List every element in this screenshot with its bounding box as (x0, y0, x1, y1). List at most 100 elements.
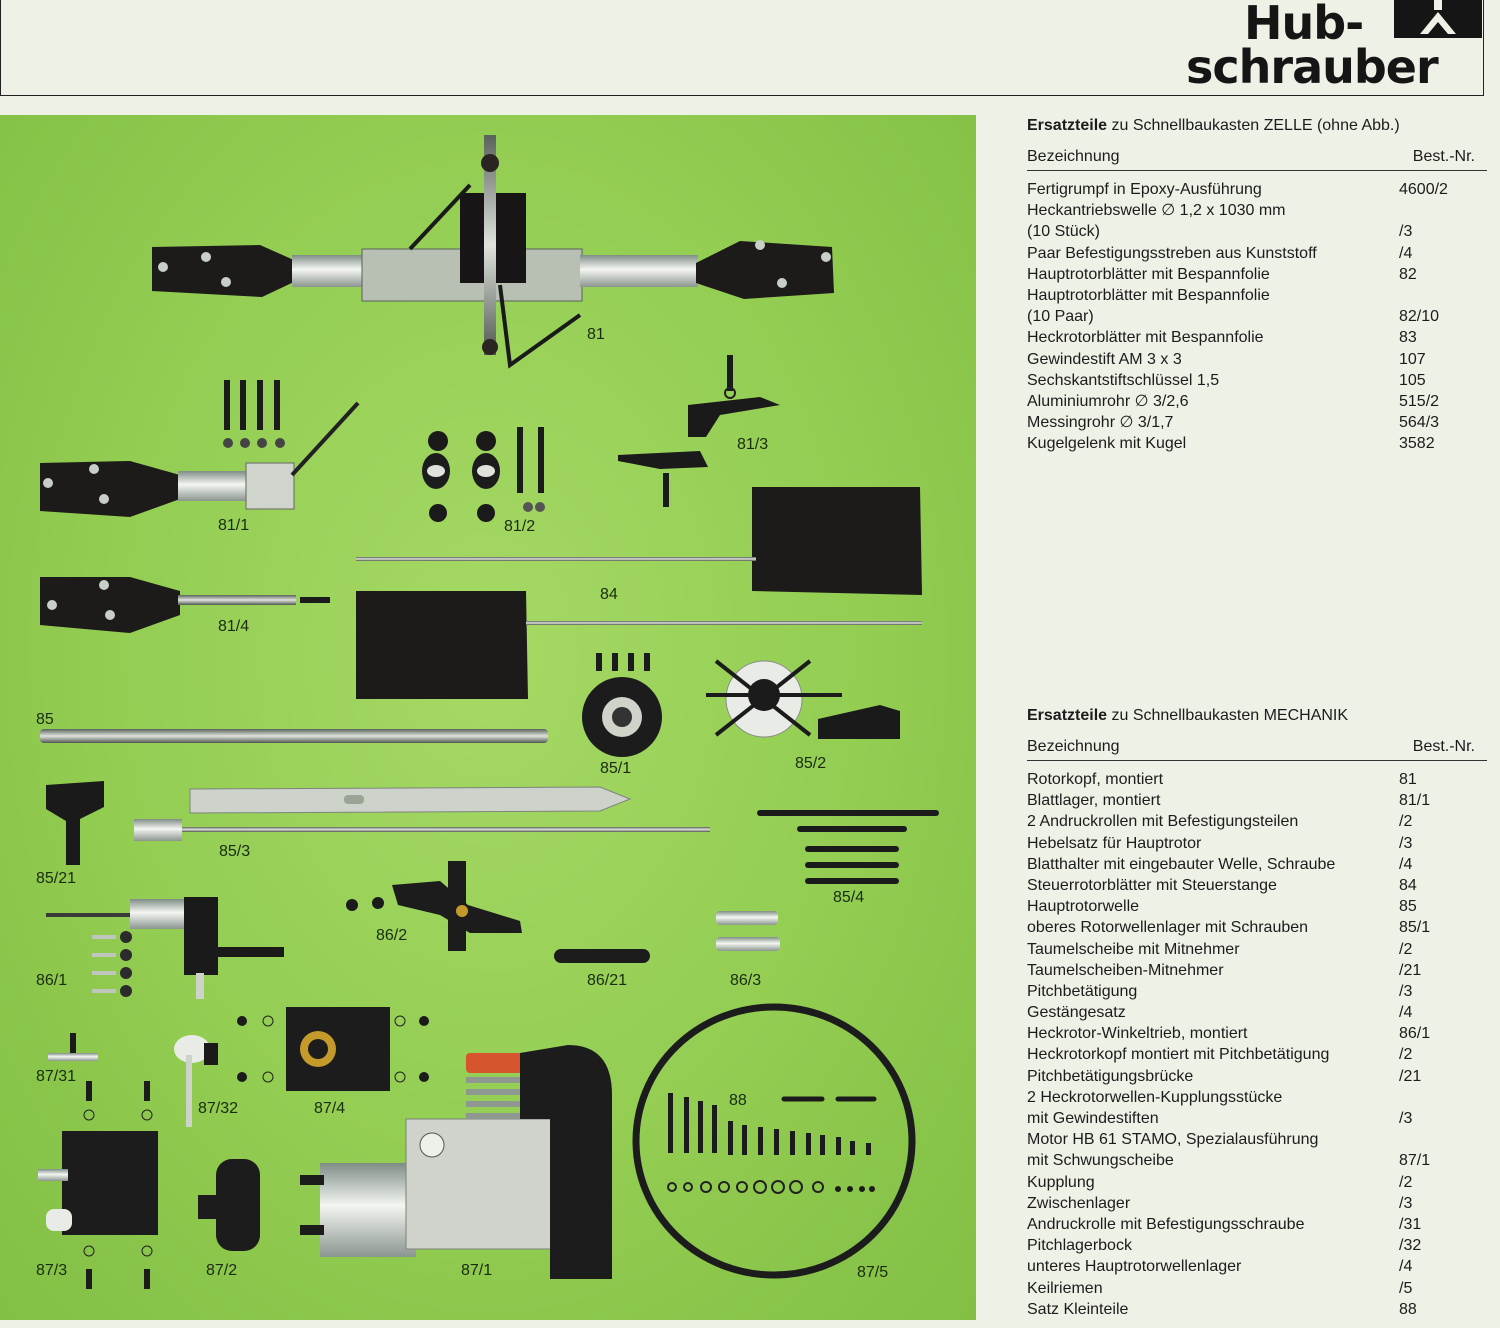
table-row: Heckrotorblätter mit Bespannfolie 83 (1027, 327, 1487, 348)
figure-label-87-4: 87/4 (314, 1100, 346, 1117)
part-number: /3 (1399, 834, 1413, 852)
part-number: /21 (1399, 961, 1422, 979)
shaft-coupling-part (716, 911, 780, 951)
swash-plate-part (706, 659, 900, 739)
part-number: 4600/2 (1399, 181, 1448, 198)
part-name: Pitchbetätigungsbrücke (1027, 1067, 1194, 1085)
tail-gearbox-part (46, 897, 284, 999)
figure-label-87-1: 87/1 (461, 1262, 493, 1279)
main-rotor-shaft-part (40, 729, 548, 743)
table-row: Kupplung/2 (1027, 1172, 1487, 1193)
part-name: unteres Hauptrotorwellenlager (1027, 1258, 1242, 1276)
part-number: 3582 (1399, 435, 1435, 453)
parts-illustration (38, 135, 939, 1289)
linkage-set-part (757, 810, 939, 884)
part-name: Keilriemen (1027, 1279, 1103, 1297)
table-row: Steuerrotorblätter mit Steuerstange 84 (1027, 875, 1487, 896)
zelle-col-name: Bezeichnung (1027, 148, 1120, 165)
table-row: (10 Stück)/3 (1027, 221, 1487, 242)
part-name: (10 Paar) (1027, 308, 1094, 326)
part-name: oberes Rotorwellenlager mit Schrauben (1027, 919, 1309, 937)
part-name: Hauptrotorblätter mit Bespannfolie (1027, 286, 1270, 304)
figure-label-85-3: 85/3 (219, 843, 251, 860)
part-name: Andruckrolle mit Befestigungsschraube (1027, 1215, 1305, 1233)
part-name: Kugelgelenk mit Kugel (1027, 435, 1187, 453)
part-number: 105 (1399, 371, 1426, 389)
part-name: Steuerrotorblätter mit Steuerstange (1027, 876, 1277, 894)
part-number: /4 (1399, 1004, 1413, 1022)
table-row: Kugelgelenk mit Kugel 3582 (1027, 433, 1487, 454)
table-row: Gestängesatz/4 (1027, 1002, 1487, 1023)
part-name: 2 Heckrotorwellen-Kupplungsstücke (1027, 1088, 1283, 1106)
table-row: Andruckrolle mit Befestigungsschraube/31 (1027, 1214, 1487, 1235)
v-belt-part (632, 1003, 916, 1279)
part-number: 83 (1399, 329, 1417, 347)
lower-bearing-part (237, 1007, 429, 1091)
part-name: Satz Kleinteile (1027, 1300, 1129, 1318)
part-name: Taumelscheibe mit Mitnehmer (1027, 940, 1240, 958)
figure-label-88: 88 (729, 1092, 747, 1109)
figure-label-81: 81 (587, 326, 605, 343)
mechanik-title-bold: Ersatzteile (1027, 707, 1108, 724)
brand-title-line1: Hub- (1244, 0, 1364, 50)
swash-carrier-part (46, 781, 104, 865)
part-number: 564/3 (1399, 414, 1440, 432)
part-number: 87/1 (1399, 1152, 1431, 1170)
table-row: Taumelscheiben-Mitnehmer/21 (1027, 960, 1487, 981)
mechanik-col-no: Best.-Nr. (1412, 738, 1475, 755)
part-name: mit Gewindestiften (1027, 1110, 1159, 1127)
part-number: /32 (1399, 1237, 1422, 1255)
table-row: Pitchbetätigung/3 (1027, 981, 1487, 1002)
blade-holder-part (40, 380, 360, 517)
part-name: Kupplung (1027, 1173, 1095, 1191)
part-name: Zwischenlager (1027, 1194, 1131, 1212)
part-number: /2 (1399, 1173, 1413, 1191)
part-name: Heckrotorblätter mit Bespannfolie (1027, 329, 1264, 347)
part-number: 84 (1399, 876, 1417, 894)
zelle-table-title: Ersatzteile zu Schnellbaukasten ZELLE (o… (1027, 114, 1487, 138)
figure-label-86-1: 86/1 (36, 972, 68, 989)
part-number: /3 (1399, 223, 1413, 241)
part-name: Pitchbetätigung (1027, 982, 1138, 1000)
part-number: /3 (1399, 1110, 1413, 1127)
mechanik-table-title: Ersatzteile zu Schnellbaukasten MECHANIK (1027, 704, 1487, 728)
figure-label-87-5: 87/5 (857, 1264, 889, 1281)
part-name: Blatthalter mit eingebauter Welle, Schra… (1027, 855, 1336, 873)
part-number: /4 (1399, 244, 1413, 262)
table-row: (10 Paar)82/10 (1027, 306, 1487, 327)
pressure-roller-screw-part (48, 1033, 98, 1061)
zelle-col-no: Best.-Nr. (1412, 148, 1475, 165)
table-row: Blatthalter mit eingebauter Welle, Schra… (1027, 854, 1487, 875)
part-number: 81 (1399, 771, 1417, 788)
zelle-title-rest: zu Schnellbaukasten ZELLE (ohne Abb.) (1107, 117, 1400, 134)
part-number: /5 (1399, 1279, 1413, 1297)
table-row: Hauptrotorblätter mit Bespannfolie (1027, 285, 1487, 306)
part-number: 88 (1399, 1300, 1417, 1318)
table-row: mit Gewindestiften/3 (1027, 1108, 1487, 1129)
part-number: /2 (1399, 813, 1413, 831)
pitch-bridge-part (554, 949, 650, 963)
part-number: /21 (1399, 1067, 1422, 1085)
part-name: Pitchlagerbock (1027, 1237, 1132, 1255)
pressure-roller-part (422, 427, 545, 522)
table-row: Paar Befestigungsstreben aus Kunststoff/… (1027, 243, 1487, 264)
table-row: Taumelscheibe mit Mitnehmer/2 (1027, 939, 1487, 960)
part-name: Rotorkopf, montiert (1027, 771, 1164, 788)
parts-photo: 81 81/1 81/2 81/3 81/4 84 85 85/1 85/2 8… (0, 115, 976, 1320)
table-row: 2 Andruckrollen mit Befestigungsteilen/2 (1027, 811, 1487, 832)
table-row: Pitchbetätigungsbrücke/21 (1027, 1066, 1487, 1087)
blade-holder-shaft-part (40, 577, 330, 633)
mechanik-col-name: Bezeichnung (1027, 738, 1120, 755)
part-number: 107 (1399, 350, 1426, 368)
tail-rotor-head-part (346, 861, 522, 951)
part-name: 2 Andruckrollen mit Befestigungsteilen (1027, 813, 1299, 831)
brand-title: Hub- schrauber (1186, 0, 1486, 96)
header-frame (0, 0, 1484, 96)
pitch-control-part (134, 786, 710, 841)
figure-label-81-1: 81/1 (218, 517, 250, 534)
figure-label-87-32: 87/32 (198, 1100, 239, 1117)
